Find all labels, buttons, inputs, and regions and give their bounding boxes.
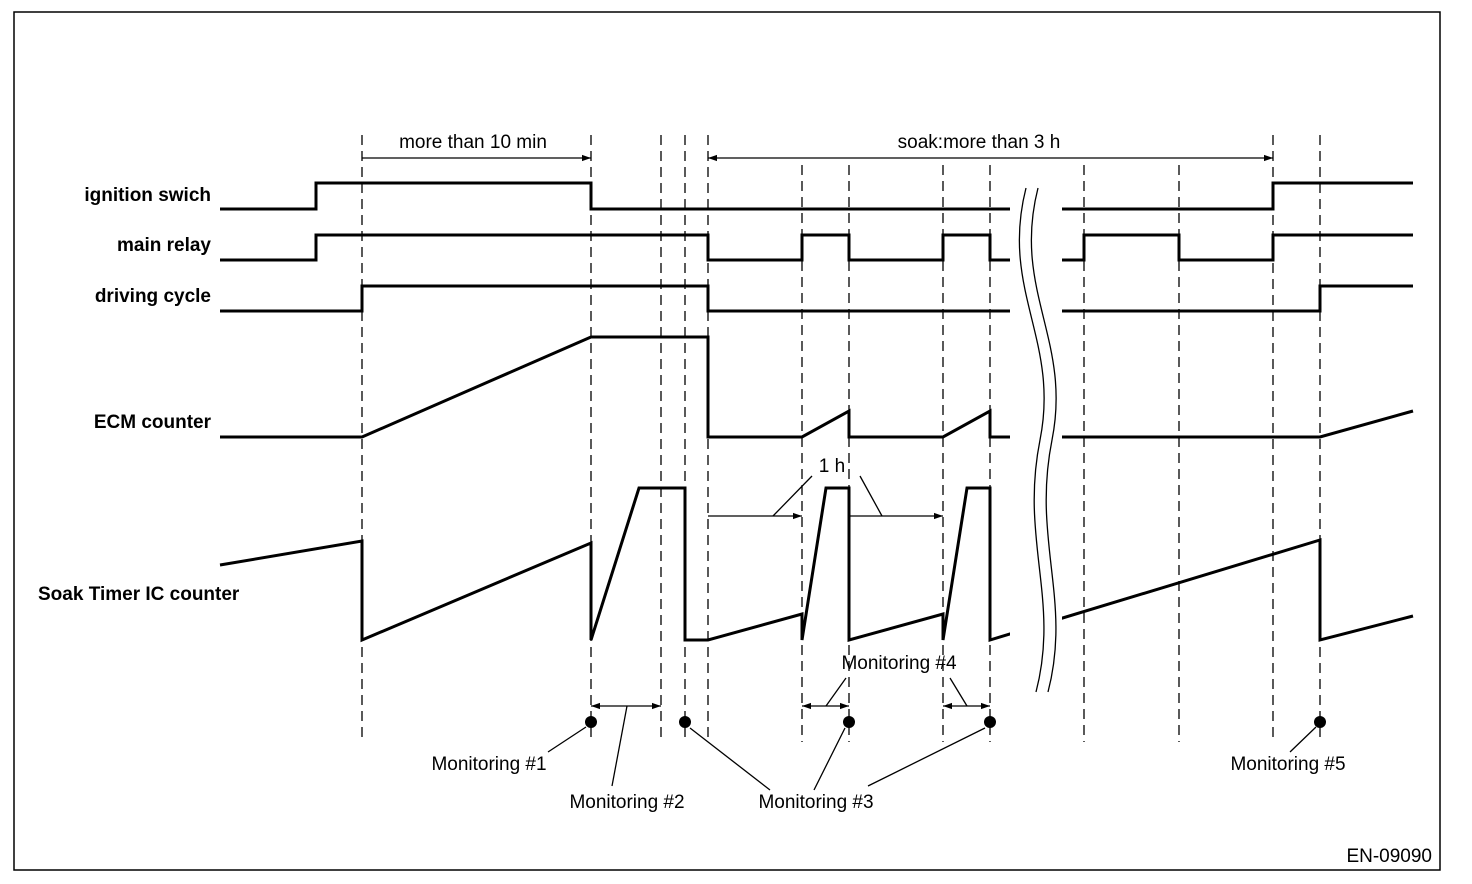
leader-line: [772, 475, 813, 517]
signal-label-ecm-counter: ECM counter: [94, 412, 212, 433]
monitoring-2-label: Monitoring #2: [569, 792, 684, 813]
monitoring-5-label: Monitoring #5: [1230, 754, 1345, 775]
figure-frame: [13, 11, 1441, 871]
signal-label-main-relay: main relay: [117, 235, 211, 256]
monitoring-markers: [547, 677, 1326, 791]
one-hour-annotation: 1 h: [708, 456, 943, 520]
monitoring-3-label: Monitoring #3: [758, 792, 873, 813]
main-relay-waveform: [220, 233, 1413, 262]
signal-label-soak-timer: Soak Timer IC counter: [38, 584, 240, 605]
leader-line: [611, 705, 628, 787]
monitoring-1-label: Monitoring #1: [431, 754, 546, 775]
figure-id: EN-09090: [1346, 846, 1432, 867]
leader-line: [1289, 726, 1317, 753]
leader-line: [813, 727, 846, 791]
time-break-symbol: [1010, 182, 1062, 694]
leader-line: [825, 677, 847, 707]
leader-line: [867, 727, 986, 787]
leader-line: [859, 475, 883, 517]
duration-label-soak: soak:more than 3 h: [898, 132, 1061, 153]
duration-label-10min: more than 10 min: [399, 132, 547, 153]
monitoring-point-3: [843, 716, 855, 728]
monitoring-4-label: Monitoring #4: [841, 653, 957, 674]
signal-label-driving-cycle: driving cycle: [95, 286, 211, 307]
leader-line: [547, 726, 587, 753]
leader-line: [689, 727, 771, 791]
ignition-switch-waveform: [220, 181, 1413, 211]
monitoring-point-1: [585, 716, 597, 728]
monitoring-point-3: [984, 716, 996, 728]
driving-cycle-waveform: [220, 284, 1413, 313]
monitoring-point-5: [1314, 716, 1326, 728]
one-hour-label: 1 h: [819, 456, 845, 477]
leader-line: [949, 677, 968, 707]
signal-label-ignition: ignition swich: [84, 185, 211, 206]
monitoring-point-3: [679, 716, 691, 728]
soak-timer-counter-waveform: [219, 486, 1414, 643]
ecm-counter-waveform: [220, 335, 1414, 439]
